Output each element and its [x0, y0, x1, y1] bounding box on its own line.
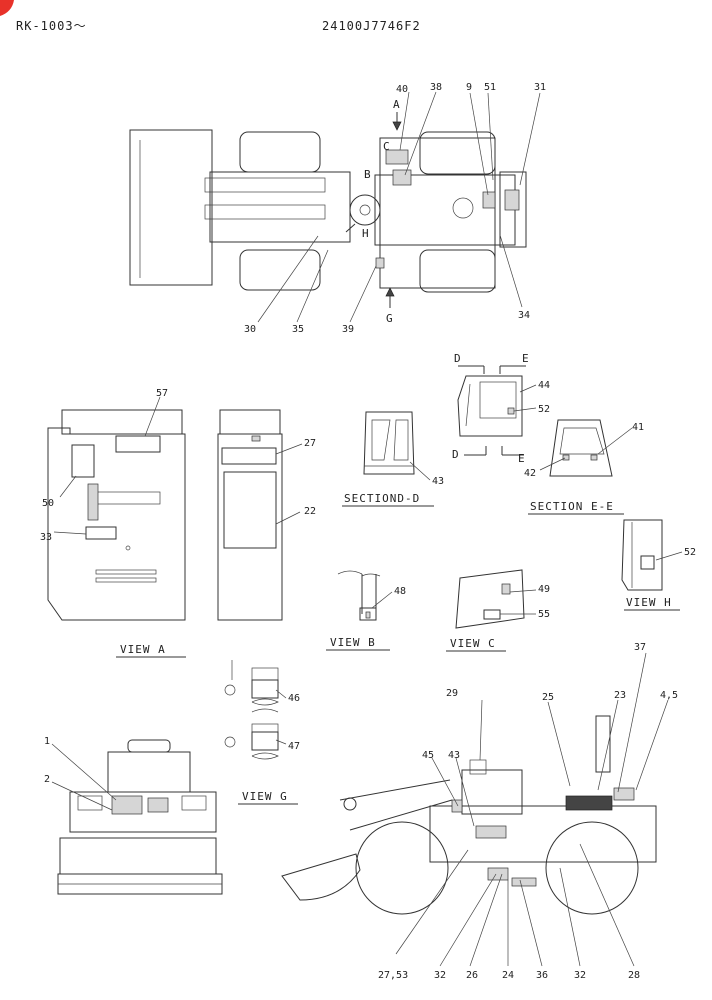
callout-22: 22	[304, 506, 316, 517]
corner-badge	[0, 0, 14, 16]
top-plan-view	[129, 91, 541, 323]
view-b-label: VIEW B	[330, 636, 376, 649]
callout-25: 25	[542, 692, 554, 703]
marker-e-bottom: E	[518, 452, 526, 465]
view-a-drawing	[47, 396, 186, 621]
callout-36: 36	[536, 970, 548, 981]
callout-26: 26	[466, 970, 478, 981]
callout-41: 41	[632, 422, 644, 433]
callout-43-machine: 43	[448, 750, 460, 761]
callout-37: 37	[634, 642, 646, 653]
section-e-label: SECTION E-E	[530, 500, 614, 513]
callout-50: 50	[42, 498, 54, 509]
callout-27-53: 27,53	[378, 970, 408, 981]
callout-44: 44	[538, 380, 550, 391]
callout-39: 39	[342, 324, 354, 335]
view-c-drawing	[455, 569, 537, 629]
callout-51: 51	[484, 82, 496, 93]
side-panel-drawing	[217, 409, 303, 621]
view-c-label: VIEW C	[450, 637, 496, 650]
front-view-drawing	[51, 739, 223, 895]
callout-32-left: 32	[434, 970, 446, 981]
callout-29: 29	[446, 688, 458, 699]
callout-23: 23	[614, 690, 626, 701]
section-d-label: SECTIOND-D	[344, 492, 420, 505]
callout-42: 42	[524, 468, 536, 479]
callout-45: 45	[422, 750, 434, 761]
machine-side-drawing	[281, 652, 669, 967]
view-a-label: VIEW A	[120, 643, 166, 656]
marker-b: B	[364, 168, 372, 181]
callout-9: 9	[466, 82, 472, 93]
callout-2: 2	[44, 774, 50, 785]
callout-48: 48	[394, 586, 406, 597]
callout-55: 55	[538, 609, 550, 620]
callout-27: 27	[304, 438, 316, 449]
serial-range: RK-1003～	[16, 19, 87, 33]
drawing-number: 24100J7746F2	[322, 19, 421, 33]
callout-49: 49	[538, 584, 550, 595]
marker-d-bottom: D	[452, 448, 460, 461]
section-d-drawing	[363, 411, 431, 481]
callout-43: 43	[432, 476, 444, 487]
view-b-drawing	[337, 570, 393, 621]
callout-40: 40	[396, 84, 408, 95]
callout-38: 38	[430, 82, 442, 93]
callout-34: 34	[518, 310, 530, 321]
marker-a: A	[393, 98, 401, 111]
callout-30: 30	[244, 324, 256, 335]
marker-e-top: E	[522, 352, 530, 365]
callout-31: 31	[534, 82, 546, 93]
marker-d-top: D	[454, 352, 462, 365]
callout-33: 33	[40, 532, 52, 543]
callout-24: 24	[502, 970, 514, 981]
callout-1: 1	[44, 736, 50, 747]
cab-drawing	[457, 365, 537, 456]
marker-g: G	[386, 312, 394, 325]
marker-h: H	[362, 227, 370, 240]
callout-32-right: 32	[574, 970, 586, 981]
section-e-drawing	[539, 419, 633, 477]
callout-52: 52	[538, 404, 550, 415]
callout-46: 46	[288, 693, 300, 704]
marker-c: C	[383, 140, 391, 153]
view-g-drawing	[224, 660, 287, 760]
callout-47: 47	[288, 741, 300, 752]
callout-35: 35	[292, 324, 304, 335]
view-h-drawing	[621, 519, 683, 591]
view-h-label: VIEW H	[626, 596, 672, 609]
callout-4-5: 4,5	[660, 690, 678, 701]
callout-52-view-h: 52	[684, 547, 696, 558]
view-g-label: VIEW G	[242, 790, 288, 803]
callout-57: 57	[156, 388, 168, 399]
callout-28: 28	[628, 970, 640, 981]
